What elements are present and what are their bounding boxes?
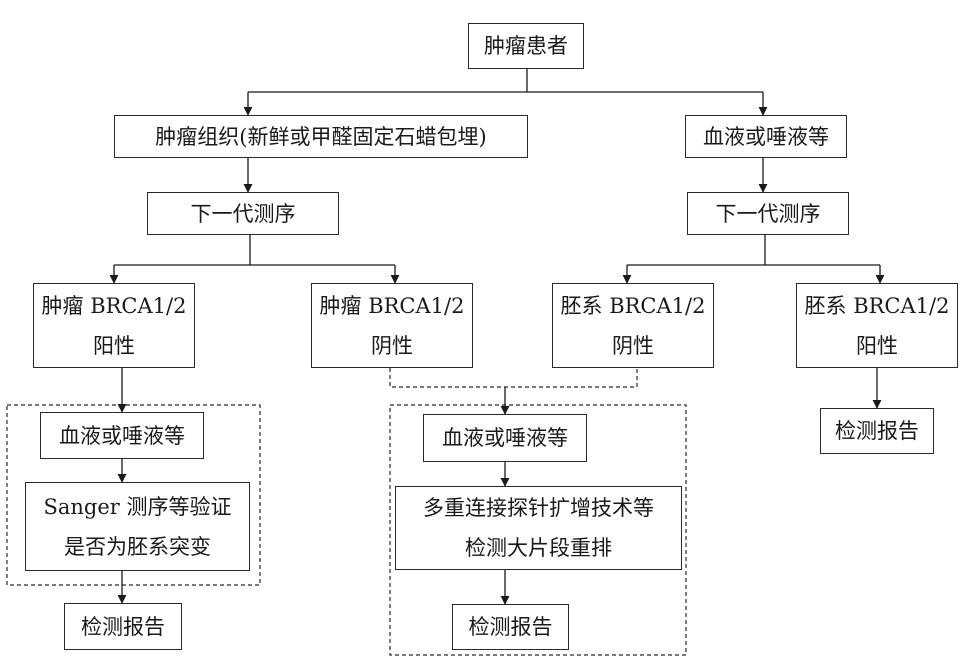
- node-sanger-verify: Sanger 测序等验证 是否为胚系突变: [25, 482, 250, 571]
- node-mlpa: 多重连接探针扩增技术等 检测大片段重排: [395, 486, 682, 570]
- node-label-line2: 阴性: [612, 333, 654, 358]
- node-label-line2: 检测大片段重排: [465, 536, 612, 560]
- node-tumor-tissue: 肿瘤组织(新鲜或甲醛固定石蜡包埋): [114, 115, 528, 158]
- node-label-line1: 肿瘤 BRCA1/2: [319, 293, 465, 318]
- node-label-line2: 阴性: [371, 333, 413, 358]
- node-label-line2: 阳性: [856, 333, 898, 358]
- dashed-group-middle: [389, 404, 687, 656]
- node-blood-saliva-top: 血液或唾液等: [685, 115, 847, 158]
- node-ngs-left: 下一代测序: [147, 192, 339, 235]
- node-blood-saliva-left: 血液或唾液等: [40, 412, 204, 459]
- connector-root-split: [248, 69, 763, 93]
- node-ngs-right: 下一代测序: [687, 192, 849, 235]
- node-label: 检测报告: [835, 419, 919, 443]
- node-blood-saliva-middle: 血液或唾液等: [423, 414, 587, 462]
- node-label-line1: 胚系 BRCA1/2: [804, 293, 950, 318]
- node-label-line2: 阳性: [93, 333, 135, 358]
- node-report-middle: 检测报告: [452, 604, 569, 650]
- node-report-left: 检测报告: [64, 603, 182, 650]
- node-tumor-brca-positive: 肿瘤 BRCA1/2 阳性: [33, 283, 195, 368]
- node-label-line1: 胚系 BRCA1/2: [560, 293, 706, 318]
- node-label: 血液或唾液等: [703, 124, 829, 149]
- node-label: 肿瘤组织(新鲜或甲醛固定石蜡包埋): [155, 124, 487, 149]
- node-label: 下一代测序: [190, 201, 296, 226]
- node-label: 检测报告: [468, 615, 553, 639]
- connector-ngs-left-split: [114, 235, 395, 266]
- node-label: 肿瘤患者: [484, 34, 568, 58]
- node-germline-brca-positive: 胚系 BRCA1/2 阳性: [796, 283, 958, 368]
- node-tumor-brca-negative: 肿瘤 BRCA1/2 阴性: [311, 283, 473, 368]
- dashed-group-left: [6, 404, 261, 586]
- node-label: 检测报告: [81, 614, 165, 639]
- node-report-right: 检测报告: [820, 408, 934, 454]
- node-label: 血液或唾液等: [59, 423, 185, 448]
- connector-ngs-right-split: [627, 235, 880, 266]
- node-label-line1: 多重连接探针扩增技术等: [423, 496, 654, 520]
- node-germline-brca-negative: 胚系 BRCA1/2 阴性: [552, 283, 714, 368]
- node-label-line2: 是否为胚系突变: [64, 534, 211, 559]
- node-tumor-patient: 肿瘤患者: [468, 23, 584, 69]
- node-label-line1: 肿瘤 BRCA1/2: [41, 293, 187, 318]
- node-label: 血液或唾液等: [442, 426, 568, 450]
- node-label-line1: Sanger 测序等验证: [43, 494, 232, 519]
- dashed-merge-line: [389, 368, 638, 388]
- node-label: 下一代测序: [715, 201, 821, 226]
